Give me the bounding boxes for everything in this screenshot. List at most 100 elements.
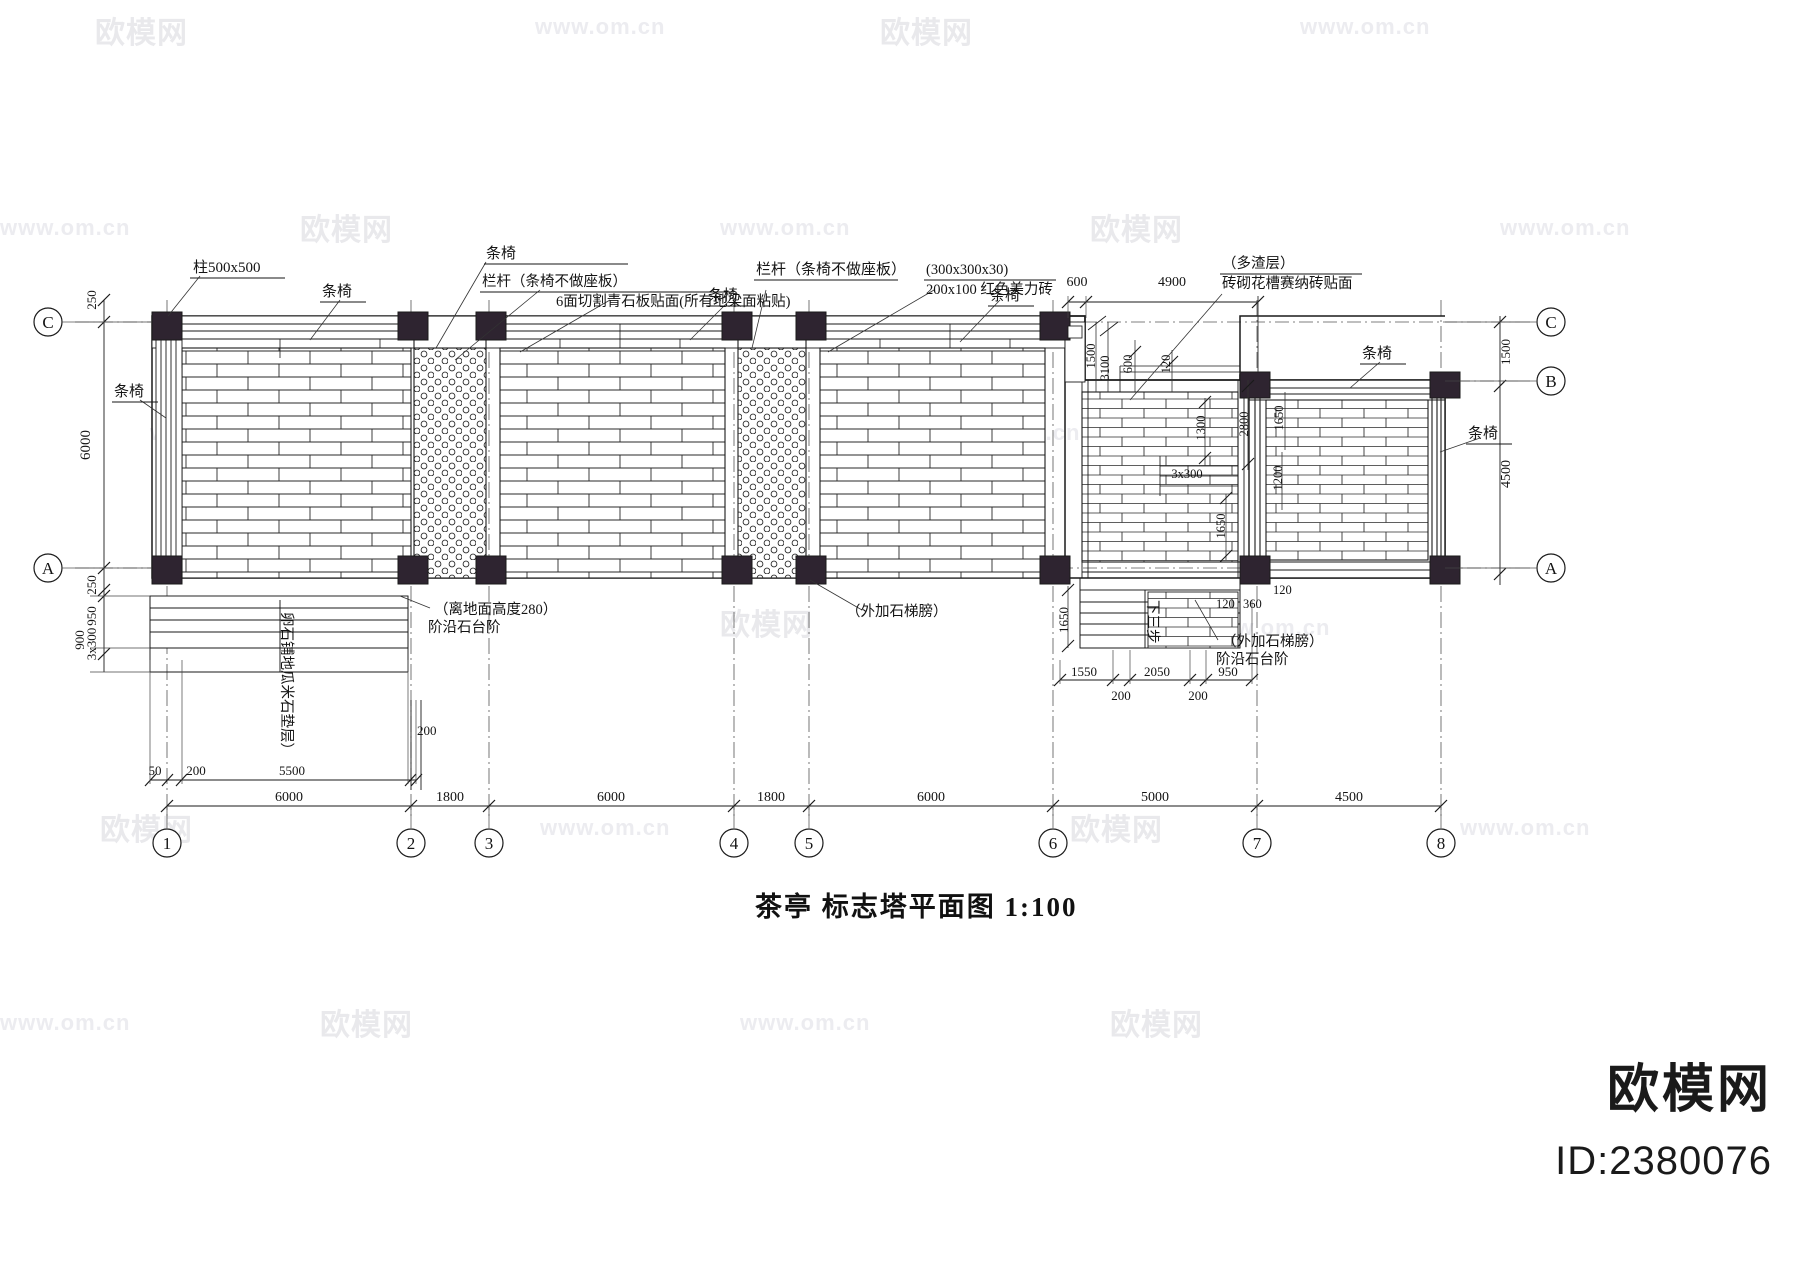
column [1039,311,1071,341]
bench-bay3-detail [879,324,1011,348]
annotation-down-3-steps: 卵石铺地瓜米石垫层） [278,612,295,757]
annotation-bench: 条椅 [322,283,352,300]
watermark-url: www.om.cn [720,215,851,240]
dim-200-vert [410,700,422,790]
dim-line-left-lower [90,585,150,673]
annotation-step: （外加石梯膀） [1222,633,1324,650]
annotation-stone-veneer: 栏杆（条椅不做座板） [482,272,627,290]
column [1429,555,1461,585]
grid-label-C-right: C [1545,313,1556,332]
watermark-url: www.om.cn [1460,815,1591,840]
column [721,311,753,341]
dim-left-900: 900 [72,630,87,650]
dim-bottom: 6000 [275,790,303,805]
grid-bubble-leaders [62,321,1537,569]
annotation-stone-size: 6面切割青石板贴面(所有地梁面粘贴) [556,292,791,310]
brand-logo: 欧模网 [1606,1061,1772,1119]
grid-label-4: 4 [730,834,739,853]
dim-right-inner [1067,322,1286,648]
dim-line-bottomright [1053,600,1259,687]
watermark-logo: 欧模网 [880,17,973,50]
bay-3-masonry [819,347,1046,579]
column [1429,371,1461,399]
watermark-logo: 欧模网 [95,17,188,50]
column [1239,371,1271,399]
bay-1-masonry [181,347,412,579]
bench-left-vertical [155,321,183,573]
right-pavilion [1248,379,1446,579]
dim-bottom: 6000 [917,790,945,805]
annotation-step-rail: 阶沿石台阶 [428,619,501,636]
drawing-title: 茶亭 标志塔平面图 1:100 [755,892,1078,922]
column [1239,555,1271,585]
dim-inner-3100: 3100 [1098,356,1112,381]
dim-200-label: 200 [417,723,437,738]
dim-left-3x300: 3x300 [84,628,99,661]
pebble-panel-1 [413,315,487,579]
watermark-url: www.om.cn [1500,215,1631,240]
dim-inner-2800: 2800 [1237,412,1251,437]
annotation-step-rail: 阶沿石台阶 [1216,651,1289,668]
column [475,311,507,341]
columns-layer [151,311,1461,585]
dim-4900: 4900 [1158,275,1186,290]
column [397,555,429,585]
dim-bottom: 6000 [597,790,625,805]
annotation-planter-height: 砖砌花槽赛纳砖贴面 [1222,275,1353,292]
grid-label-B-right: B [1545,372,1556,391]
watermark-logo: 欧模网 [1110,1009,1203,1042]
right-mid-detail [1081,380,1245,578]
dim-inner-120c: 120 [1216,597,1235,611]
dim-secondary: 5500 [279,763,305,778]
brand-id: ID:2380076 [1555,1139,1772,1183]
annotation-col: 柱500x500 [193,259,261,276]
grid-label-3: 3 [485,834,494,853]
watermark-logo: 欧模网 [1070,814,1163,847]
grid-label-1: 1 [163,834,172,853]
watermark-url: www.om.cn [535,14,666,39]
leader-lines [139,261,1481,641]
dim-br-200b: 200 [1188,688,1208,703]
column [151,311,183,341]
dim-left-6000: 6000 [78,430,94,460]
grid-label-2: 2 [407,834,416,853]
dim-right-1500: 1500 [1498,339,1513,365]
dim-bottom: 5000 [1141,790,1169,805]
dim-br-950: 950 [1218,664,1238,679]
dim-right-ticks [1061,345,1255,653]
bench-bay2-detail [559,324,681,348]
watermark-logo: 欧模网 [320,1009,413,1042]
dim-inner-360: 360 [1243,597,1262,611]
dim-600: 600 [1067,275,1088,290]
dim-left-950: 950 [84,606,99,626]
dim-bottom: 1800 [436,790,464,805]
watermark-logo: 欧模网 [300,214,393,247]
annotation-red-brick-layer: 200x100 红色美力砖 [926,281,1053,298]
dim-line-right [1445,315,1530,585]
annotation-pebble-paving: （外加石梯膀） [846,603,948,620]
grid-label-6: 6 [1049,834,1058,853]
grid-label-7: 7 [1253,834,1262,853]
dim-inner-3x300: 3x300 [1171,467,1202,481]
dim-secondary: 200 [186,763,206,778]
steps-left [149,595,409,673]
dim-inner-1200: 1200 [1271,466,1285,491]
dim-br-2050: 2050 [1144,664,1170,679]
annotation-planter: （多渣层） [1222,255,1295,272]
annotation-bench: 条椅 [990,287,1020,304]
grid-bubbles [33,307,1566,858]
dim-bottom: 4500 [1335,790,1363,805]
column [721,555,753,585]
annotation-bench: 条椅 [708,287,738,304]
dim-left-250-bot: 250 [84,575,99,595]
grid-label-5: 5 [805,834,814,853]
dim-secondary: 50 [149,763,162,778]
dim-inner-600: 600 [1121,355,1135,374]
right-wing-details [1067,315,1240,496]
dim-inner-120b: 120 [1273,583,1292,597]
dim-br-200a: 200 [1111,688,1131,703]
dim-br-1550: 1550 [1071,664,1097,679]
column [151,555,183,585]
